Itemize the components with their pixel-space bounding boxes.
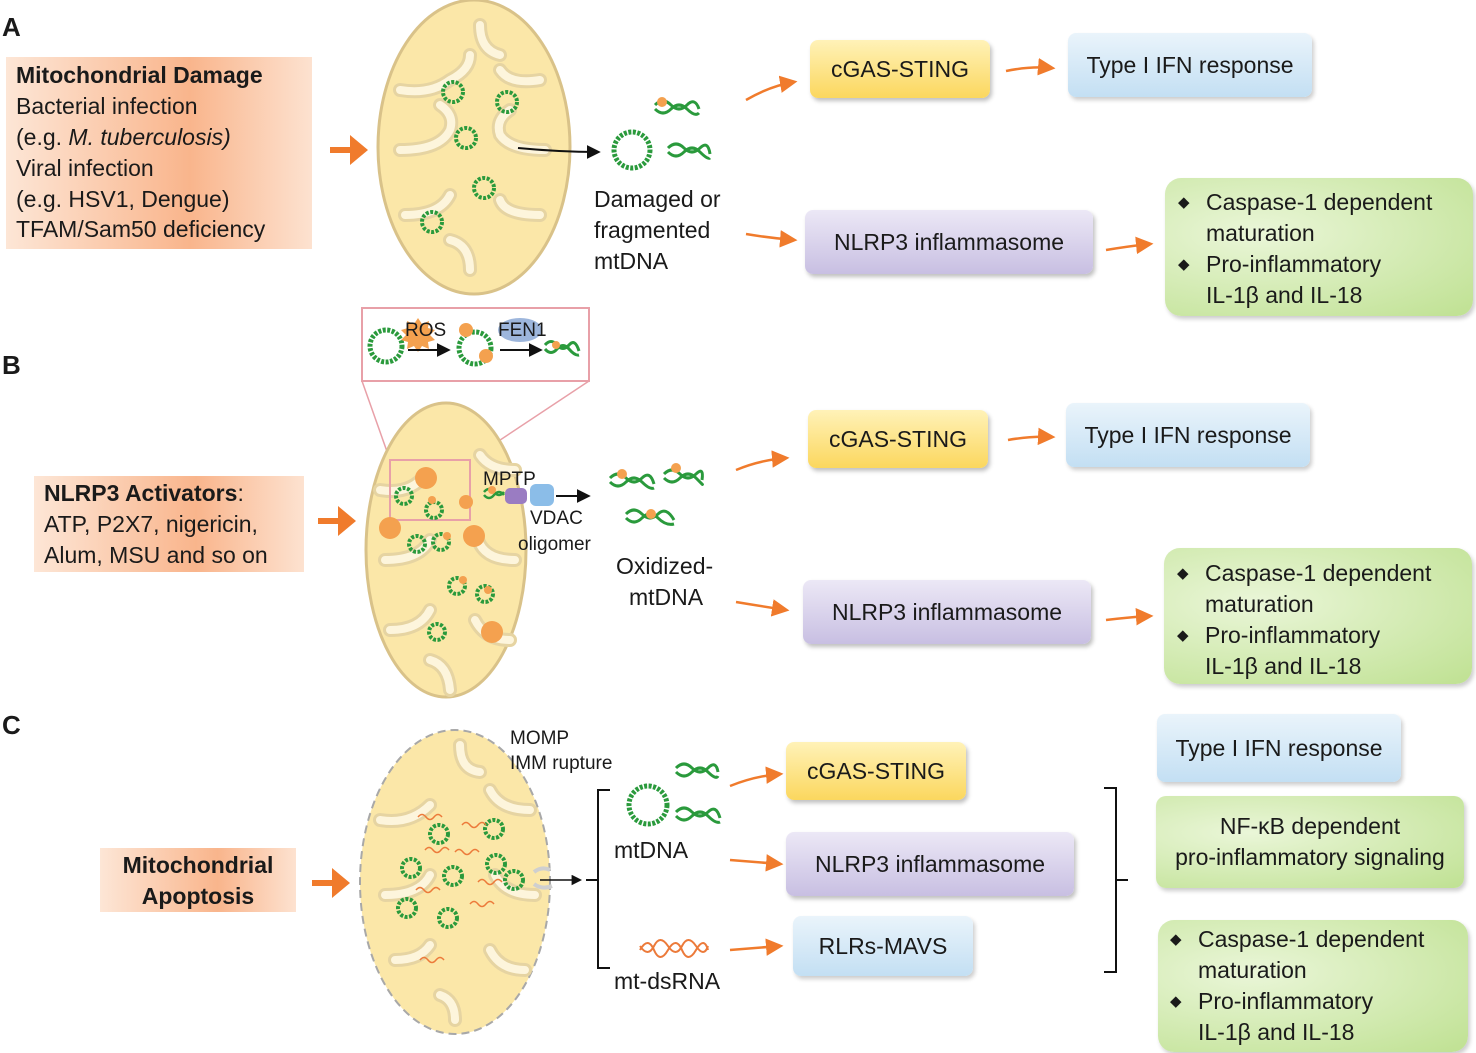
nlrp3-box-b: NLRP3 inflammasome — [803, 580, 1091, 644]
mtdna-label-b: Oxidized- — [616, 553, 714, 579]
stimulus-line: (e.g. HSV1, Dengue) — [16, 186, 230, 212]
mtdna-label-a: Damaged or — [594, 186, 721, 212]
cgas-sting-box-b: cGAS-STING — [808, 410, 988, 468]
stimulus-title-a: Mitochondrial Damage — [16, 62, 263, 88]
ifn-response-box-c: Type I IFN response — [1157, 714, 1401, 782]
stimulus-line: Apoptosis — [141, 883, 255, 909]
rlrs-mavs-box: RLRs-MAVS — [793, 916, 973, 976]
mitochondrion-c — [359, 729, 583, 1035]
mt-dsrna-label: mt-dsRNA — [614, 968, 721, 994]
momp-label: MOMP — [510, 728, 570, 749]
big-arrow-c — [312, 868, 350, 898]
cgas-sting-box-a: cGAS-STING — [810, 40, 990, 98]
fen1-label: FEN1 — [498, 320, 547, 341]
stimulus-line: Mitochondrial — [122, 852, 274, 878]
stimulus-box-a — [6, 57, 312, 249]
inset-box-b — [361, 307, 590, 461]
big-arrow-b — [318, 506, 356, 536]
big-arrow-a — [330, 135, 368, 165]
stimulus-box-b — [34, 476, 304, 572]
imm-rupture-label: IMM rupture — [510, 753, 613, 774]
stimulus-line: Alum, MSU and so on — [44, 542, 268, 568]
ifn-response-box-a: Type I IFN response — [1068, 33, 1312, 97]
ifn-response-box-b: Type I IFN response — [1066, 403, 1310, 467]
nlrp3-box-c: NLRP3 inflammasome — [786, 832, 1074, 896]
mtdna-label-a: mtDNA — [594, 248, 669, 274]
stimulus-title-b: NLRP3 Activators: — [44, 480, 244, 506]
mtdna-label-c: mtDNA — [614, 837, 689, 863]
nfkb-line: pro-inflammatory signaling — [1175, 844, 1445, 870]
nfkb-line: NF-κB dependent — [1219, 813, 1401, 839]
mtdna-label-b: mtDNA — [629, 584, 704, 610]
stimulus-line: TFAM/Sam50 deficiency — [16, 216, 266, 242]
cgas-sting-box-c: cGAS-STING — [786, 742, 966, 800]
mitochondrion-a — [376, 0, 572, 296]
mtdna-label-a: fragmented — [594, 217, 711, 243]
panel-letter-a: A — [2, 12, 21, 42]
stimulus-line: Bacterial infection — [16, 93, 198, 119]
mptp-label: MPTP — [483, 469, 536, 490]
vdac-label: VDAC — [530, 508, 583, 529]
nlrp3-box-a: NLRP3 inflammasome — [805, 210, 1093, 274]
panel-letter-c: C — [2, 710, 21, 740]
oligomer-label: oligomer — [518, 534, 591, 555]
mitochondrion-b — [364, 401, 591, 699]
ros-label: ROS — [405, 320, 447, 341]
stimulus-box-c — [100, 848, 296, 912]
species-name: M. tuberculosis) — [68, 124, 231, 150]
stimulus-line: Viral infection — [16, 155, 154, 181]
nfkb-box: NF-κB dependent pro-inflammatory signali… — [1156, 796, 1464, 888]
panel-letter-b: B — [2, 350, 21, 380]
stimulus-line: ATP, P2X7, nigericin, — [44, 511, 258, 537]
stimulus-line: (e.g. M. tuberculosis) — [16, 124, 231, 150]
